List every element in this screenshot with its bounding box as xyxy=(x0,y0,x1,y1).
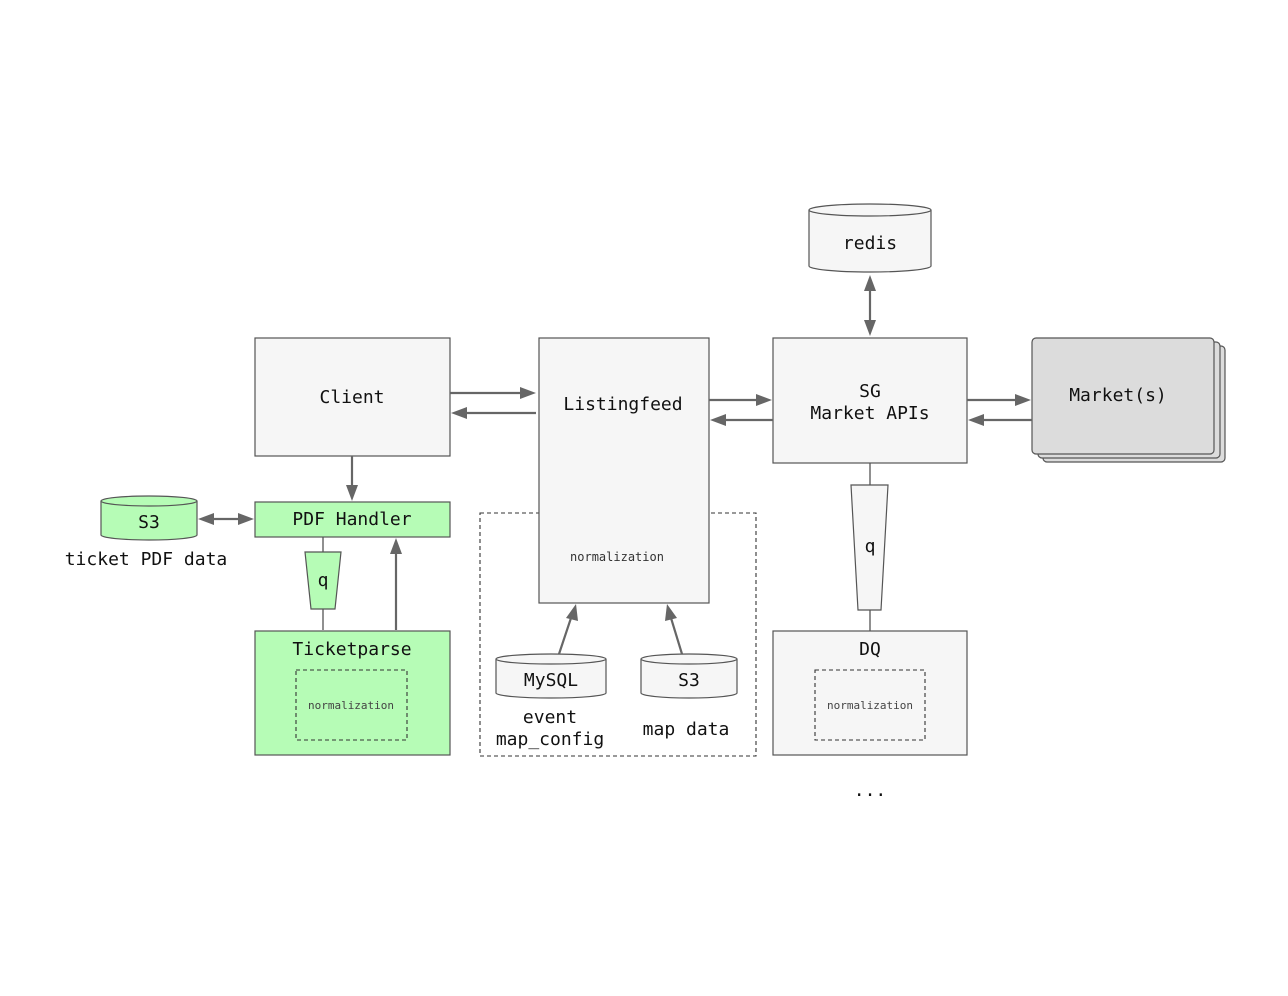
s3-map-data-cylinder: S3 xyxy=(640,653,738,699)
s3-ticket-pdf-cylinder: S3 xyxy=(100,495,198,541)
dq-node: DQ normalization xyxy=(772,630,968,756)
queue-right-label: q xyxy=(865,536,876,557)
sg-label: SG xyxy=(859,381,881,402)
s3-mid-caption: map data xyxy=(643,719,730,740)
markets-label: Market(s) xyxy=(1069,385,1167,406)
dq-label: DQ xyxy=(859,639,881,660)
client-label: Client xyxy=(319,387,384,408)
arrow-redis-sg-bidirectional xyxy=(864,275,876,336)
arrow-markets-to-sg xyxy=(968,414,1032,426)
s3-mid-label: S3 xyxy=(678,670,700,691)
arrow-client-to-listingfeed xyxy=(450,387,536,399)
ellipsis-label: ... xyxy=(854,780,887,801)
dq-normalization-label: normalization xyxy=(827,699,913,712)
queue-right: q xyxy=(850,484,889,611)
mysql-label: MySQL xyxy=(524,670,578,691)
s3-left-caption: ticket PDF data xyxy=(65,549,228,570)
pdf-handler-node: PDF Handler xyxy=(254,501,451,538)
mysql-caption-line2: map_config xyxy=(496,729,604,750)
arrow-listingfeed-to-client xyxy=(451,407,536,419)
listingfeed-label: Listingfeed xyxy=(563,394,682,415)
arrow-ticketparse-to-pdf-handler xyxy=(390,538,402,630)
queue-left-label: q xyxy=(318,570,329,591)
mysql-caption-line1: event xyxy=(523,707,577,728)
s3-left-label: S3 xyxy=(138,512,160,533)
arrow-s3-map-to-listingfeed xyxy=(665,604,684,655)
arrow-mysql-to-listingfeed xyxy=(557,604,578,655)
arrow-listingfeed-to-sg xyxy=(709,394,772,406)
ticketparse-label: Ticketparse xyxy=(292,639,411,660)
sg-market-apis-node: SG Market APIs xyxy=(772,337,968,464)
listingfeed-normalization-label: normalization xyxy=(570,550,664,564)
arrow-sg-to-listingfeed xyxy=(710,414,773,426)
markets-node: Market(s) xyxy=(1031,337,1226,463)
mysql-cylinder: MySQL xyxy=(495,653,607,699)
queue-left: q xyxy=(304,551,342,610)
redis-label: redis xyxy=(843,233,897,254)
listingfeed-node: Listingfeed normalization xyxy=(538,337,710,604)
arrow-s3-pdf-handler-bidirectional xyxy=(198,513,254,525)
arrow-sg-to-markets xyxy=(967,394,1031,406)
redis-cylinder: redis xyxy=(808,203,932,273)
arrow-client-to-pdf-handler xyxy=(346,456,358,501)
ticketparse-normalization-label: normalization xyxy=(308,699,394,712)
ticketparse-node: Ticketparse normalization xyxy=(254,630,451,756)
client-node: Client xyxy=(254,337,451,457)
market-apis-label: Market APIs xyxy=(810,403,929,424)
pdf-handler-label: PDF Handler xyxy=(292,509,411,530)
